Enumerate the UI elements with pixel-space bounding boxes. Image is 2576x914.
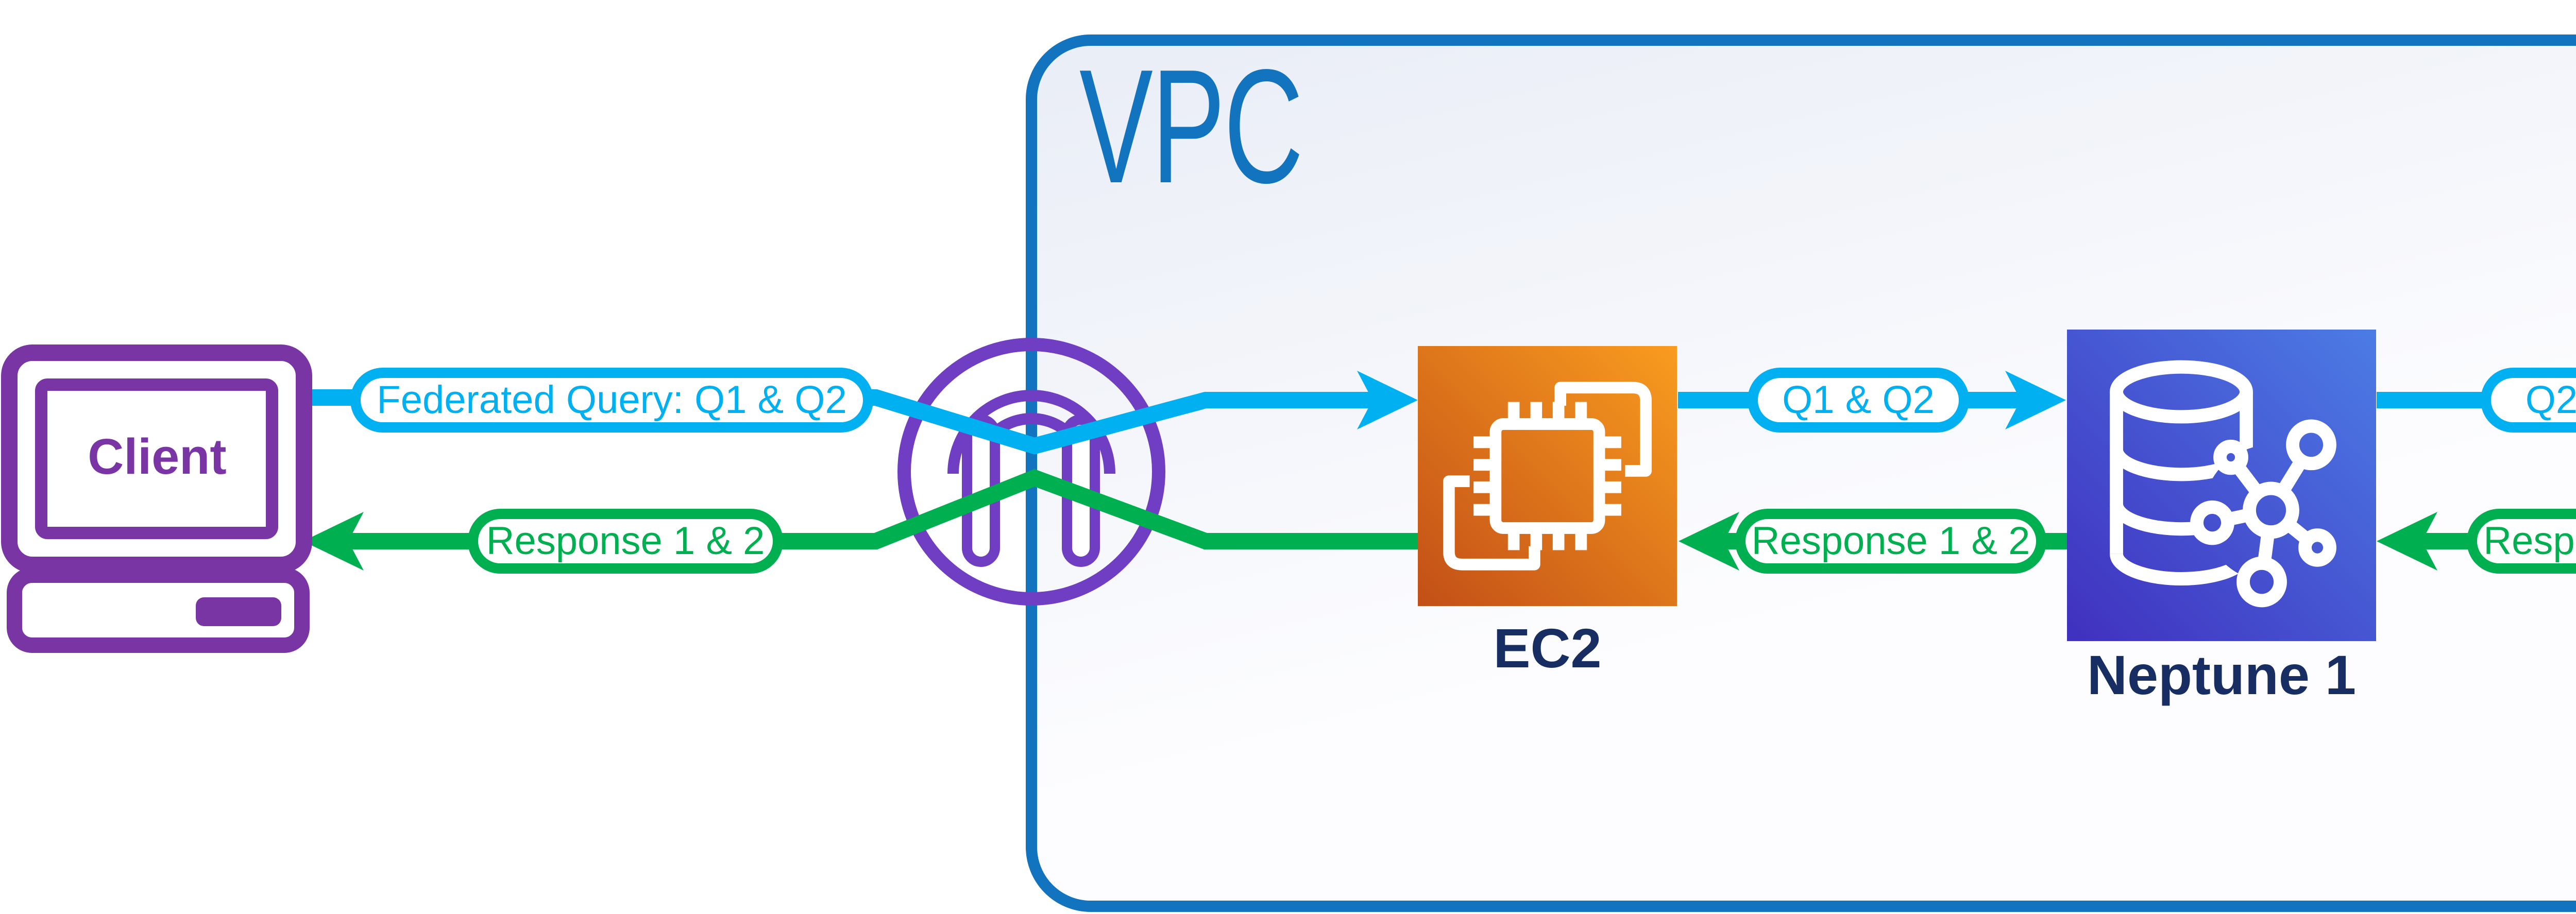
gateway-circle bbox=[897, 338, 1165, 606]
neptune1-icon bbox=[2067, 330, 2376, 641]
ec2-icon bbox=[1418, 346, 1677, 606]
request-label-federated-query: Federated Query: Q1 & Q2 bbox=[350, 368, 873, 433]
request-label-q1-q2: Q1 & Q2 bbox=[1748, 368, 1969, 433]
response-arrowheads bbox=[303, 512, 2437, 571]
neptune1-database-glyph bbox=[2110, 360, 2253, 585]
ec2-label: EC2 bbox=[1493, 617, 1602, 679]
response-label-to-ec2: Response 1 & 2 bbox=[1735, 509, 2046, 574]
response-label-response2: Response 2 bbox=[2467, 509, 2576, 574]
neptune1-label: Neptune 1 bbox=[2087, 644, 2357, 706]
response-label-to-client: Response 1 & 2 bbox=[468, 509, 783, 574]
computer-base bbox=[7, 567, 310, 653]
response-arrowhead-ec2 bbox=[1679, 512, 1739, 571]
client-monitor-icon bbox=[1, 344, 312, 653]
request-label-q2: Q2 bbox=[2481, 368, 2576, 433]
response-arrowhead-neptune1 bbox=[2377, 512, 2437, 571]
request-arrowhead-neptune1 bbox=[2005, 371, 2066, 429]
computer-base-slot bbox=[196, 597, 281, 626]
ec2-node bbox=[1418, 346, 1677, 606]
response-arrowhead-client bbox=[303, 512, 364, 571]
vpc-label: VPC bbox=[1079, 36, 1303, 217]
ec2-chip-glyph bbox=[1443, 382, 1652, 571]
neptune1-graph-glyph bbox=[2190, 419, 2336, 608]
client-computer-icon bbox=[0, 337, 319, 657]
monitor-screen-frame bbox=[35, 378, 278, 539]
request-arrowheads bbox=[1357, 371, 2066, 429]
client-label: Client bbox=[88, 428, 227, 485]
request-arrowhead-ec2 bbox=[1357, 371, 1418, 429]
neptune1-node bbox=[2067, 330, 2376, 641]
